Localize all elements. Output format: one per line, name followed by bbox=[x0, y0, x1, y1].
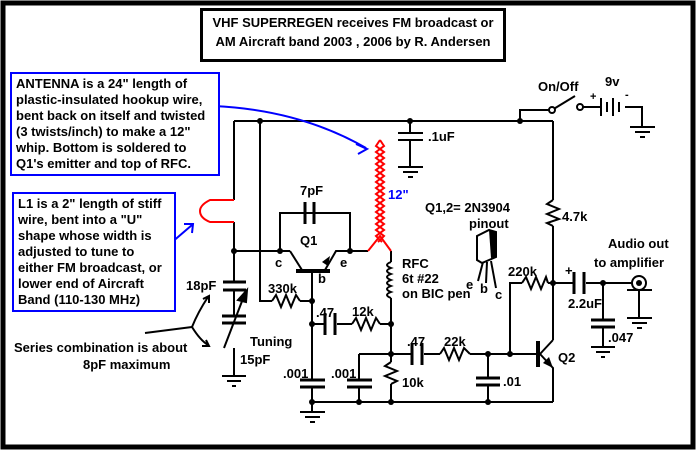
title-box: VHF SUPERREGEN receives FM broadcast or … bbox=[200, 8, 506, 62]
antenna-length-label: 12" bbox=[388, 187, 409, 202]
battery-label: 9v bbox=[605, 74, 620, 89]
tuning-label: Tuning bbox=[250, 334, 293, 349]
audio-out-label-2: to amplifier bbox=[594, 255, 665, 270]
q1-label: Q1 bbox=[300, 233, 318, 248]
series-note-line-2: 8pF maximum bbox=[83, 357, 171, 372]
q1-base-label: b bbox=[318, 271, 326, 286]
transistor-type-label: Q1,2= 2N3904 bbox=[425, 200, 510, 215]
antenna-note-line: plastic-insulated hookup wire, bbox=[16, 92, 203, 107]
c-bypass-label: .1uF bbox=[428, 129, 455, 144]
rfc-label-2: 6t #22 bbox=[402, 271, 439, 286]
c-22uf-label: 2.2uF bbox=[568, 296, 602, 311]
q1-emitter-arrow bbox=[322, 256, 330, 266]
rfc-label-3: on BIC pen bbox=[402, 286, 471, 301]
r-330k-label: 330k bbox=[268, 281, 297, 296]
c-047b-label: .47 bbox=[407, 334, 426, 349]
audio-out-label-1: Audio out bbox=[608, 236, 669, 251]
tuning-arrow bbox=[223, 287, 249, 349]
resistors bbox=[271, 199, 562, 385]
title-line-2: AM Aircraft band 2003 , 2006 by R. Ander… bbox=[215, 34, 491, 49]
pinout-label: pinout bbox=[469, 216, 509, 231]
switch-label: On/Off bbox=[538, 79, 579, 94]
c-001b-label: .001 bbox=[331, 366, 357, 381]
pin-e-label: e bbox=[466, 277, 474, 292]
q1-collector-label: c bbox=[275, 255, 283, 270]
l1-loop bbox=[198, 199, 234, 223]
r-10k-label: 10k bbox=[402, 375, 424, 390]
antenna-note: ANTENNA is a 24" length of plastic-insul… bbox=[10, 72, 220, 176]
pin-b-label: b bbox=[480, 281, 488, 296]
audio-jack[interactable] bbox=[631, 275, 647, 291]
l1-note-line: wire, bent into a "U" bbox=[18, 212, 143, 227]
c-18pf-label: 18pF bbox=[186, 278, 217, 293]
antenna-whip bbox=[367, 139, 392, 252]
series-arrows bbox=[144, 294, 211, 347]
antenna-note-line: Q1's emitter and top of RFC. bbox=[16, 156, 191, 171]
antenna-note-line: ANTENNA is a 24" length of bbox=[16, 76, 188, 91]
l1-note-line: adjusted to tune to bbox=[18, 244, 135, 259]
l1-note-line: L1 is a 2" length of stiff bbox=[18, 196, 162, 211]
battery-plus: + bbox=[590, 91, 597, 103]
c-22uf-plus: + bbox=[565, 263, 573, 278]
title-line-1: VHF SUPERREGEN receives FM broadcast or bbox=[212, 15, 494, 30]
grounds bbox=[222, 126, 655, 423]
rfc-coil bbox=[386, 261, 394, 299]
c-feedback-label: 7pF bbox=[300, 183, 324, 198]
to92-pinout-icon bbox=[476, 228, 497, 289]
antenna-note-line: whip. Bottom is soldered to bbox=[16, 140, 187, 155]
junction-dots bbox=[231, 118, 606, 405]
l1-note-line: Band (110-130 MHz) bbox=[18, 292, 141, 307]
q1-emitter-label: e bbox=[340, 255, 348, 270]
l1-note-line: lower end of Aircraft bbox=[18, 276, 144, 291]
r-22k-label: 22k bbox=[444, 334, 466, 349]
c-01-label: .01 bbox=[503, 374, 522, 389]
series-note-line-1: Series combination is about bbox=[14, 340, 188, 355]
switch-contacts[interactable] bbox=[548, 103, 584, 114]
c-047a-label: .47 bbox=[316, 305, 335, 320]
c-0047-label: .047 bbox=[608, 330, 634, 345]
r-47k-label: 4.7k bbox=[562, 209, 588, 224]
battery-minus: - bbox=[625, 89, 629, 101]
l1-note-line: shape whose width is bbox=[18, 228, 152, 243]
l1-note: L1 is a 2" length of stiff wire, bent in… bbox=[12, 192, 176, 312]
rfc-label-1: RFC bbox=[402, 256, 429, 271]
antenna-note-line: bent back on itself and twisted bbox=[16, 108, 206, 123]
q2-label: Q2 bbox=[558, 350, 576, 365]
antenna-note-line: (3 twists/inch) to make a 12" bbox=[16, 124, 191, 139]
r-220k-label: 220k bbox=[508, 264, 537, 279]
l1-note-line: either FM broadcast, or bbox=[18, 260, 162, 275]
r-12k-label: 12k bbox=[352, 304, 374, 319]
pin-c-label: c bbox=[495, 287, 503, 302]
c-001a-label: .001 bbox=[283, 366, 309, 381]
q2-emitter-arrow bbox=[543, 357, 553, 368]
c-15pf-label: 15pF bbox=[240, 352, 271, 367]
capacitor-plates bbox=[222, 202, 615, 389]
